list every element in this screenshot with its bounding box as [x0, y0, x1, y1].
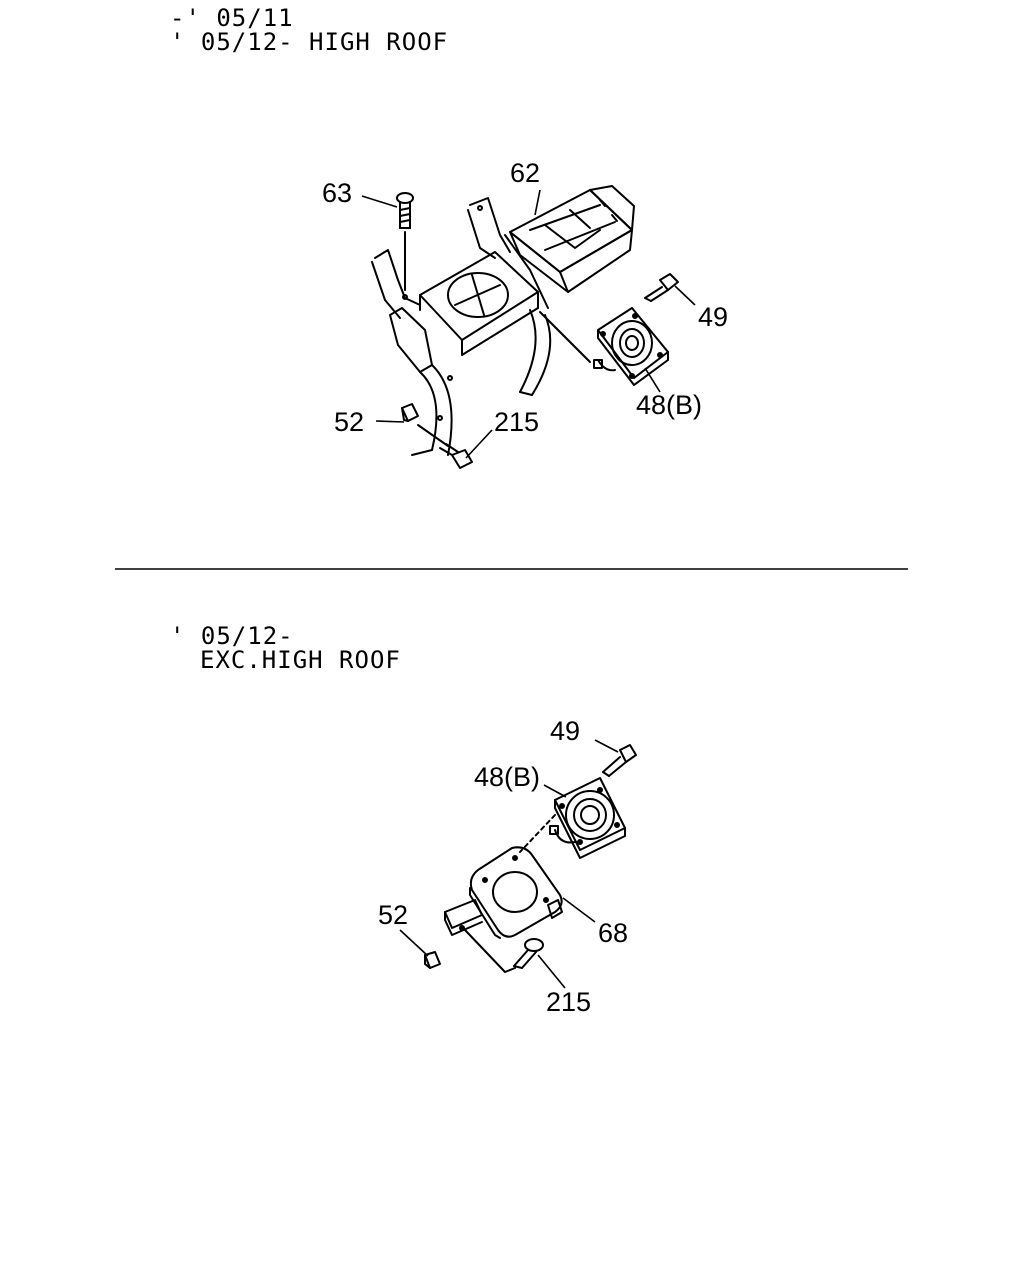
callout-49-bottom: 49	[550, 716, 580, 746]
top-assembly	[371, 185, 679, 469]
callout-63-top: 63	[322, 178, 352, 208]
callout-215-bottom: 215	[546, 987, 591, 1017]
part-49-screw-bottom	[602, 744, 637, 777]
callout-68-bottom: 68	[598, 918, 628, 948]
bottom-assembly	[424, 744, 637, 973]
part-62-box	[509, 185, 635, 293]
bottom-leaders	[399, 739, 619, 989]
callout-48b-top: 48(B)	[636, 390, 702, 420]
part-215-bolt-bottom	[464, 929, 544, 973]
callout-52-bottom: 52	[378, 900, 408, 930]
top-left-bracket	[371, 249, 453, 456]
callout-215-top: 215	[494, 407, 539, 437]
top-leaders	[361, 189, 696, 459]
part-48b-speaker-bottom	[549, 777, 626, 859]
callout-52-top: 52	[334, 407, 364, 437]
part-48b-speaker	[593, 307, 669, 386]
bottom-section-note-line2: EXC.HIGH ROOF	[200, 646, 401, 674]
callout-49-top: 49	[698, 302, 728, 332]
part-215-bolt-top	[417, 424, 473, 469]
top-center-plate	[419, 251, 539, 356]
bottom-section-note-line1: ' 05/12-	[170, 622, 294, 650]
top-right-bracket	[467, 197, 552, 396]
callout-48b-bottom: 48(B)	[474, 762, 540, 792]
part-63-bolt	[396, 192, 414, 291]
top-section-note-line2: ' 05/12- HIGH ROOF	[170, 28, 449, 56]
part-52-clip-bottom	[424, 951, 441, 969]
top-section-note-line1: -' 05/11	[170, 4, 294, 32]
part-68-bracket	[444, 846, 563, 939]
part-49-screw-top	[644, 273, 679, 302]
part-52-clip-top	[401, 403, 419, 422]
callout-62-top: 62	[510, 158, 540, 188]
